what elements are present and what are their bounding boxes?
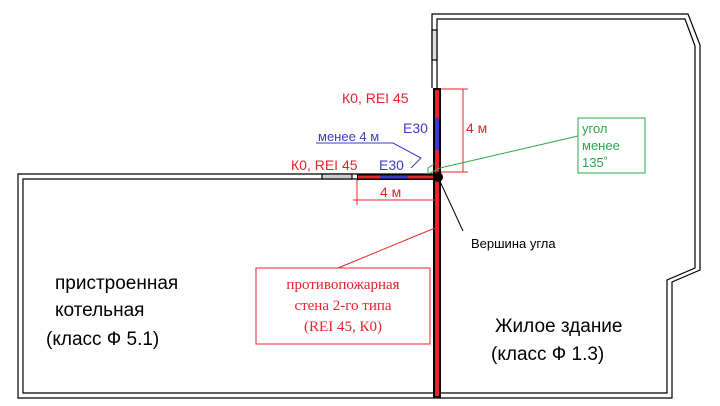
firewall-note-line2: стена 2-го типа: [294, 298, 391, 314]
e30-horizontal-label: E30: [379, 157, 404, 173]
dimension-lines: [353, 88, 468, 205]
k0-rei-top-label: К0, REI 45: [342, 90, 409, 106]
boiler-room-line2: котельная: [55, 300, 144, 321]
angle-note-line2: менее: [582, 138, 620, 153]
firewall-leader: [337, 227, 436, 269]
firewall-note-box: [255, 267, 431, 345]
angle-arc: [427, 163, 435, 174]
angle-note-line3: 135˚: [582, 155, 608, 170]
residential-building-outline: [431, 13, 701, 399]
vertex-leader: [437, 176, 464, 232]
k0-rei-left-label: К0, REI 45: [291, 157, 358, 173]
firewall-horizontal: [357, 174, 437, 180]
angle-leader: [429, 135, 579, 174]
residential-line2: (класс Ф 1.3): [491, 344, 604, 365]
firewall-note-line1: противопожарная: [286, 277, 399, 293]
angle-note-box: [577, 117, 646, 174]
dim-horizontal-label: 4 м: [380, 184, 401, 200]
boiler-room-outline: [17, 173, 437, 399]
angle-note-line1: угол: [582, 121, 608, 136]
less-4m-leader: [316, 142, 422, 169]
dim-vertical-label: 4 м: [466, 120, 487, 136]
vertex-dot: [433, 172, 443, 182]
vertex-label: Вершина угла: [471, 236, 556, 251]
boiler-room-line1: пристроенная: [55, 273, 178, 294]
firewall-note-line3: (REI 45, К0): [304, 319, 382, 335]
boiler-room-line3: (класс Ф 5.1): [46, 329, 159, 350]
less-4m-label: менее 4 м: [318, 129, 379, 144]
e30-vertical-label: E30: [403, 120, 428, 136]
firewall-vertical: [433, 88, 441, 398]
residential-line1: Жилое здание: [495, 316, 623, 337]
